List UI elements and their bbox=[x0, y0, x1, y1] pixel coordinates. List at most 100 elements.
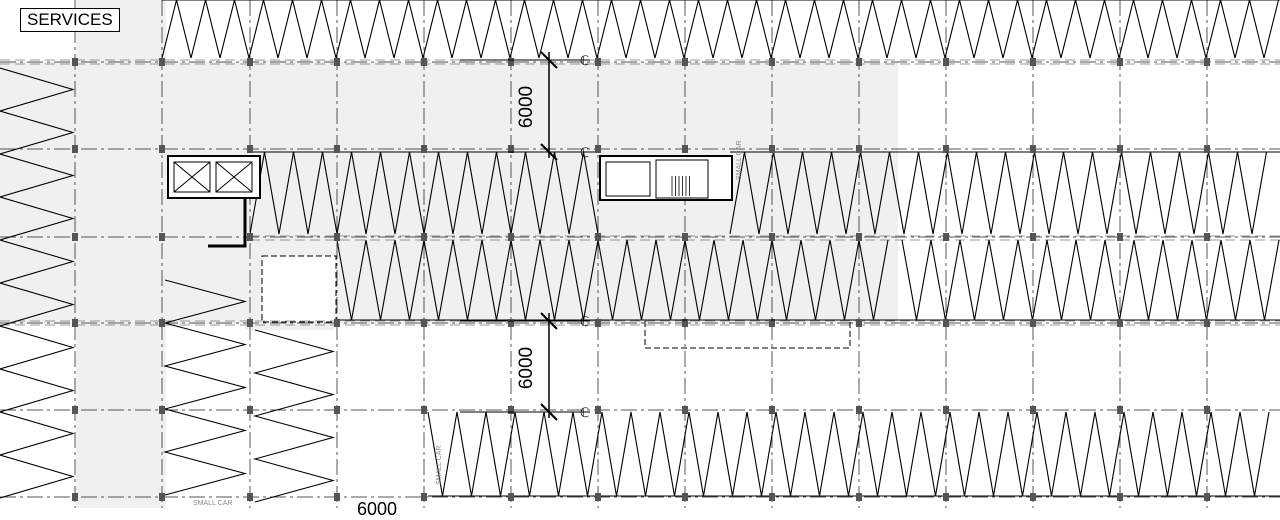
column bbox=[1030, 58, 1036, 66]
column bbox=[1117, 58, 1123, 66]
stair-room bbox=[605, 161, 651, 197]
column bbox=[508, 145, 514, 153]
column bbox=[856, 145, 862, 153]
lift-car bbox=[173, 161, 211, 193]
column bbox=[1117, 493, 1123, 501]
column bbox=[1117, 406, 1123, 414]
parking-bay-row bbox=[729, 151, 1268, 235]
parking-bay-row bbox=[161, 0, 1280, 59]
dimension-label-lower: 6000 bbox=[516, 346, 538, 390]
column bbox=[769, 493, 775, 501]
column bbox=[421, 58, 427, 66]
column bbox=[72, 58, 78, 66]
column bbox=[682, 493, 688, 501]
column bbox=[421, 233, 427, 241]
lift-cross bbox=[173, 161, 211, 193]
column bbox=[421, 145, 427, 153]
column bbox=[159, 145, 165, 153]
column bbox=[72, 406, 78, 414]
column bbox=[247, 145, 253, 153]
column bbox=[1204, 493, 1210, 501]
column bbox=[595, 406, 601, 414]
column bbox=[769, 319, 775, 327]
space-tag: SMALL CAR bbox=[436, 445, 443, 485]
column bbox=[1030, 145, 1036, 153]
column bbox=[943, 145, 949, 153]
space-tag: SMALL CAR bbox=[736, 140, 743, 180]
column bbox=[247, 493, 253, 501]
column bbox=[1117, 319, 1123, 327]
column bbox=[334, 319, 340, 327]
column bbox=[1030, 233, 1036, 241]
column bbox=[1030, 319, 1036, 327]
centerline-mark: ℂ bbox=[580, 405, 589, 420]
column bbox=[682, 145, 688, 153]
column bbox=[508, 233, 514, 241]
services-room-label: SERVICES bbox=[20, 8, 120, 32]
shaded-zones bbox=[0, 0, 898, 508]
column bbox=[334, 145, 340, 153]
column bbox=[421, 493, 427, 501]
column bbox=[334, 233, 340, 241]
column bbox=[1204, 145, 1210, 153]
column bbox=[856, 493, 862, 501]
column bbox=[421, 406, 427, 414]
column bbox=[508, 493, 514, 501]
column bbox=[508, 319, 514, 327]
column bbox=[682, 319, 688, 327]
void-area bbox=[261, 255, 337, 323]
core-wall bbox=[208, 198, 247, 248]
dimension-label-bottom-partial: 6000 bbox=[357, 499, 398, 519]
column bbox=[72, 145, 78, 153]
column bbox=[1204, 233, 1210, 241]
column bbox=[72, 233, 78, 241]
shaded-area bbox=[76, 0, 166, 508]
stair-well bbox=[655, 159, 709, 199]
column bbox=[159, 406, 165, 414]
column bbox=[334, 406, 340, 414]
column bbox=[421, 319, 427, 327]
column bbox=[856, 319, 862, 327]
column bbox=[1204, 319, 1210, 327]
column bbox=[595, 493, 601, 501]
column bbox=[159, 58, 165, 66]
column bbox=[1030, 493, 1036, 501]
column bbox=[769, 145, 775, 153]
column bbox=[769, 58, 775, 66]
column bbox=[595, 233, 601, 241]
parking-bay-column bbox=[162, 279, 248, 496]
column bbox=[769, 233, 775, 241]
column bbox=[595, 145, 601, 153]
column bbox=[856, 58, 862, 66]
parking-bay-row bbox=[901, 239, 1280, 321]
dashed-zone bbox=[644, 319, 851, 349]
dimension-label-upper: 6000 bbox=[516, 85, 538, 129]
parking-bay-column bbox=[252, 329, 336, 503]
centerline-mark: ℂ bbox=[580, 53, 589, 68]
centerline-mark: ℂ bbox=[580, 314, 589, 329]
lift-car bbox=[215, 161, 253, 193]
centerline-mark: ℂ bbox=[580, 145, 589, 160]
column bbox=[943, 319, 949, 327]
column bbox=[943, 406, 949, 414]
column bbox=[159, 233, 165, 241]
stair-core bbox=[599, 155, 733, 201]
column bbox=[334, 58, 340, 66]
column bbox=[72, 493, 78, 501]
column bbox=[247, 58, 253, 66]
column bbox=[682, 58, 688, 66]
column bbox=[508, 406, 514, 414]
column bbox=[1117, 233, 1123, 241]
column bbox=[769, 406, 775, 414]
lift-core bbox=[167, 155, 261, 199]
parking-bay-column bbox=[0, 67, 75, 499]
parking-bay-row bbox=[427, 411, 1270, 497]
column bbox=[72, 319, 78, 327]
column bbox=[334, 493, 340, 501]
floor-plan-drawing: ℂ ℂ ℂ ℂ bbox=[0, 0, 1280, 508]
column bbox=[159, 319, 165, 327]
column bbox=[159, 493, 165, 501]
columns bbox=[72, 58, 1210, 501]
column bbox=[508, 58, 514, 66]
column bbox=[1117, 145, 1123, 153]
